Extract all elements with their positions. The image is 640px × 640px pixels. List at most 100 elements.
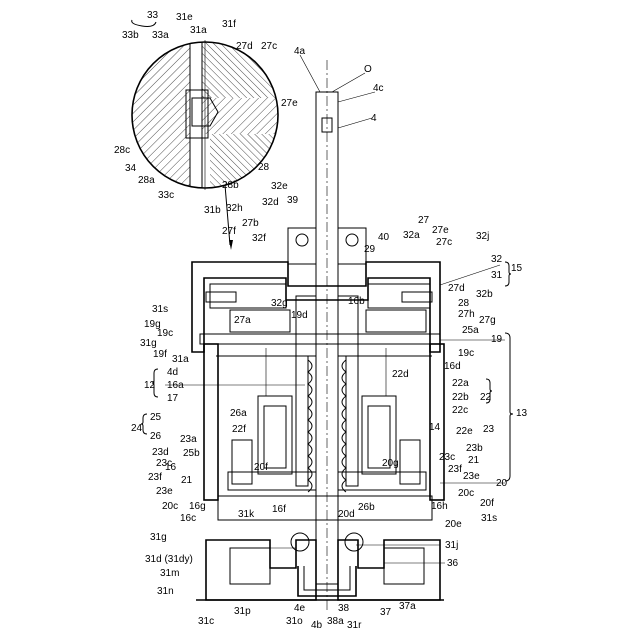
- label-38a: 38a: [327, 616, 344, 627]
- label-22a: 22a: [452, 378, 469, 389]
- label-31s-right: 31s: [481, 513, 497, 524]
- label-20f: 20f: [254, 462, 268, 473]
- label-33a: 33a: [152, 30, 169, 41]
- label-20e: 20e: [445, 519, 462, 530]
- label-16d: 16d: [444, 361, 461, 372]
- label-31e: 31e: [176, 12, 193, 23]
- label-26b: 26b: [358, 502, 375, 513]
- label-4c: 4c: [373, 83, 384, 94]
- label-31d: 31d (31dy): [145, 554, 193, 565]
- label-27g: 27g: [479, 315, 496, 326]
- label-O: O: [364, 64, 372, 75]
- label-31f: 31f: [222, 19, 236, 30]
- label-16b: 16b: [348, 296, 365, 307]
- label-26: 26: [150, 431, 162, 442]
- label-40: 40: [378, 232, 390, 243]
- label-37: 37: [380, 607, 392, 618]
- label-37a: 37a: [399, 601, 416, 612]
- label-31b: 31b: [204, 205, 221, 216]
- label-16a: 16a: [167, 380, 184, 391]
- label-19: 19: [491, 334, 503, 345]
- label-20f-right: 20f: [480, 498, 494, 509]
- label-20c: 20c: [162, 501, 178, 512]
- label-4d: 4d: [167, 367, 178, 378]
- label-28b: 28b: [222, 180, 239, 191]
- label-31a-top: 31a: [190, 25, 207, 36]
- label-31g-bottom: 31g: [150, 532, 167, 543]
- label-27e: 27e: [432, 225, 449, 236]
- label-22b: 22b: [452, 392, 469, 403]
- label-31s: 31s: [152, 304, 168, 315]
- label-27d-top: 27d: [236, 41, 253, 52]
- label-32a: 32a: [403, 230, 420, 241]
- label-27c: 27c: [436, 237, 452, 248]
- label-27d: 27d: [448, 283, 465, 294]
- label-27e-top: 27e: [281, 98, 298, 109]
- label-31k: 31k: [238, 509, 255, 520]
- label-4b: 4b: [311, 620, 323, 631]
- label-33c: 33c: [158, 190, 174, 201]
- label-26a: 26a: [230, 408, 247, 419]
- label-25a: 25a: [462, 325, 479, 336]
- label-32h: 32h: [226, 203, 243, 214]
- label-31j: 31j: [445, 540, 458, 551]
- label-22f: 22f: [232, 424, 246, 435]
- label-4a: 4a: [294, 46, 306, 57]
- detail-view: [130, 40, 282, 250]
- label-13: 13: [516, 408, 528, 419]
- label-32: 32: [491, 254, 503, 265]
- label-31c: 31c: [198, 616, 214, 627]
- label-31r: 31r: [347, 620, 362, 631]
- label-38: 38: [338, 603, 350, 614]
- label-27a: 27a: [234, 315, 251, 326]
- label-17: 17: [167, 393, 179, 404]
- shaft: [316, 60, 338, 610]
- label-22e: 22e: [456, 426, 473, 437]
- label-23a: 23a: [180, 434, 197, 445]
- label-32j: 32j: [476, 231, 489, 242]
- label-16: 16: [165, 462, 177, 473]
- label-23c-right: 23c: [439, 452, 455, 463]
- label-31m: 31m: [160, 568, 179, 579]
- base: [196, 533, 444, 600]
- label-32f: 32f: [252, 233, 266, 244]
- label-32e: 32e: [271, 181, 288, 192]
- label-28c-top: 28c: [114, 145, 130, 156]
- label-27: 27: [418, 215, 430, 226]
- label-23f: 23f: [148, 472, 162, 483]
- label-16f: 16f: [272, 504, 286, 515]
- label-31o: 31o: [286, 616, 303, 627]
- label-27h: 27h: [458, 309, 475, 320]
- label-20g: 20g: [382, 458, 399, 469]
- label-29: 29: [364, 244, 376, 255]
- label-20d: 20d: [338, 509, 355, 520]
- label-19f: 19f: [153, 349, 167, 360]
- label-15: 15: [511, 263, 523, 274]
- label-23e: 23e: [156, 486, 173, 497]
- label-27f: 27f: [222, 226, 236, 237]
- label-21-right: 21: [468, 455, 480, 466]
- label-31p: 31p: [234, 606, 251, 617]
- label-23d: 23d: [152, 447, 169, 458]
- label-36: 36: [447, 558, 459, 569]
- label-31: 31: [491, 270, 503, 281]
- label-25b: 25b: [183, 448, 200, 459]
- label-21: 21: [181, 475, 193, 486]
- label-4: 4: [371, 113, 377, 124]
- label-33: 33: [147, 10, 159, 21]
- label-20c-right: 20c: [458, 488, 474, 499]
- label-23: 23: [483, 424, 495, 435]
- label-20: 20: [496, 478, 508, 489]
- label-16c: 16c: [180, 513, 196, 524]
- label-39: 39: [287, 195, 299, 206]
- label-22d: 22d: [392, 369, 409, 380]
- label-31g: 31g: [140, 338, 157, 349]
- label-27c-top: 27c: [261, 41, 277, 52]
- label-28-top: 28: [258, 162, 270, 173]
- label-14: 14: [429, 422, 441, 433]
- label-32g: 32g: [271, 298, 288, 309]
- label-28: 28: [458, 298, 470, 309]
- label-19d: 19d: [291, 310, 308, 321]
